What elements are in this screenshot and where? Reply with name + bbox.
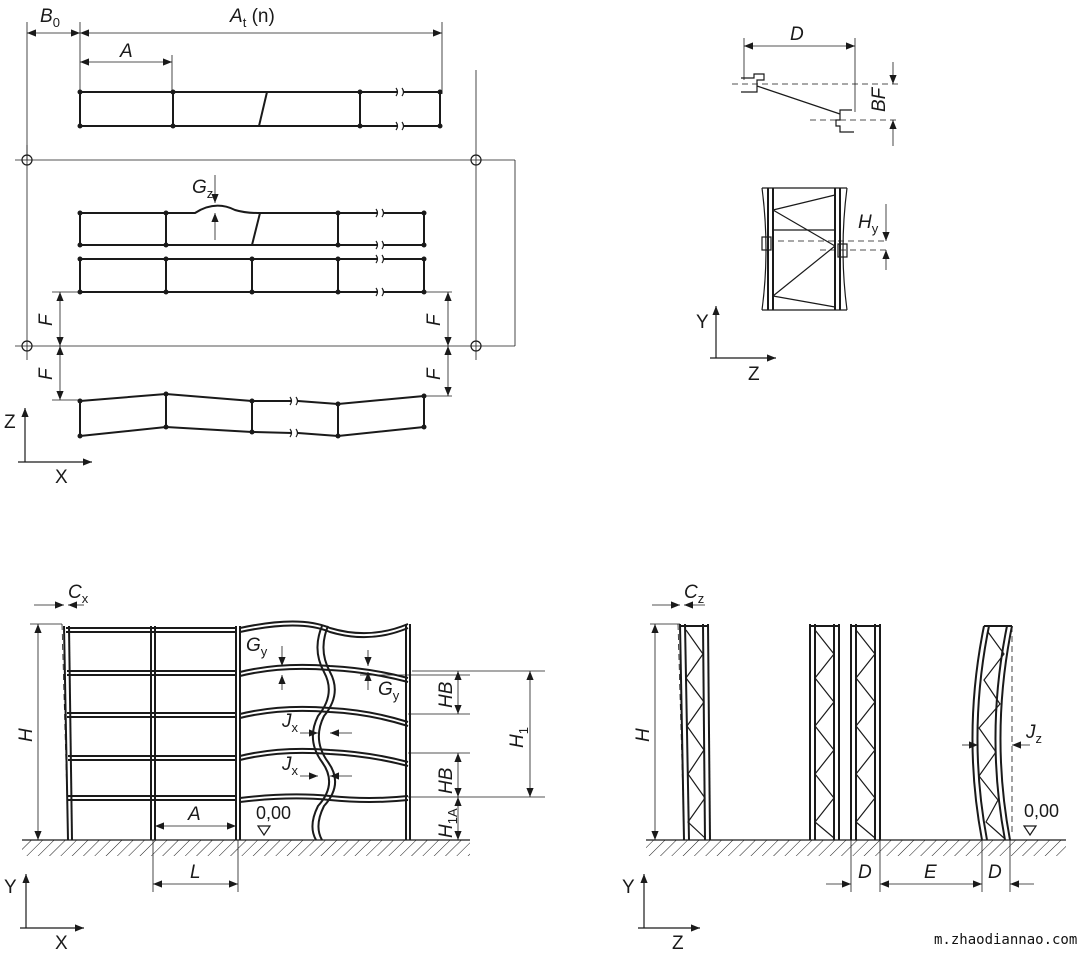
axis-z-label: Z	[4, 412, 16, 433]
a-bottom-label: A	[187, 804, 201, 825]
axis-z-label-bottom-right: Z	[672, 933, 684, 954]
hy-label: Hy	[858, 212, 879, 236]
hy-detail: Hy Y Z	[696, 187, 890, 385]
f-dimensions: F F F F	[36, 291, 452, 401]
bf-detail: D BF	[732, 24, 900, 146]
h1-label: H1	[507, 727, 531, 748]
gz-label: Gz	[192, 177, 213, 201]
b0-label: B0	[40, 6, 60, 30]
jx-label-2: Jx	[281, 754, 299, 778]
d-top-label: D	[790, 24, 804, 45]
h-label-left: H	[16, 728, 37, 742]
side-elevation: Cz H	[622, 582, 1066, 954]
axes-top-left: Z X	[4, 408, 92, 488]
h-label-right: H	[633, 728, 654, 742]
level-mark-left: 0,00	[256, 803, 291, 823]
axis-x-label-bottom-left: X	[55, 933, 68, 954]
a-top-label: A	[119, 41, 133, 62]
jx-label-1: Jx	[281, 711, 299, 735]
axis-y-label-top-right: Y	[696, 312, 709, 333]
axis-y-label-bottom-right: Y	[622, 877, 635, 898]
frame-row-3	[77, 254, 427, 297]
upright-frame-4	[971, 625, 1013, 841]
gy-label-1: Gy	[246, 635, 268, 659]
axis-y-label-bottom-left: Y	[4, 877, 17, 898]
upright-frame-1	[679, 623, 711, 841]
level-mark-right: 0,00	[1024, 801, 1059, 821]
plan-view: B0 At (n) A	[4, 6, 516, 488]
upright-frame-2	[809, 624, 840, 840]
h1a-label: H1A	[436, 808, 460, 838]
frame-row-1	[77, 87, 443, 131]
d-label-2: D	[988, 862, 1002, 883]
hb-label-2: HB	[436, 767, 457, 794]
jz-label: Jz	[1025, 722, 1042, 746]
l-label: L	[190, 862, 201, 883]
axis-x-label: X	[55, 467, 68, 488]
cx-label: Cx	[68, 582, 89, 606]
gy-label-2: Gy	[378, 679, 400, 703]
f-label-left-2: F	[36, 367, 57, 380]
watermark: m.zhaodiannao.com	[934, 932, 1077, 948]
frame-row-2	[77, 204, 427, 250]
f-label-right-2: F	[424, 367, 445, 380]
e-label: E	[924, 862, 937, 883]
f-label-right-1: F	[424, 313, 445, 326]
frame-row-4	[77, 391, 427, 439]
d-label-1: D	[858, 862, 872, 883]
cz-label: Cz	[684, 582, 704, 606]
upright-frame-3	[850, 624, 881, 840]
reference-grid	[15, 70, 516, 360]
f-label-left-1: F	[36, 313, 57, 326]
at-label: At (n)	[229, 6, 275, 30]
bf-label: BF	[869, 86, 890, 112]
axis-z-label-top-right: Z	[748, 364, 760, 385]
hb-label-1: HB	[436, 681, 457, 708]
front-elevation: Cx H	[4, 582, 545, 954]
